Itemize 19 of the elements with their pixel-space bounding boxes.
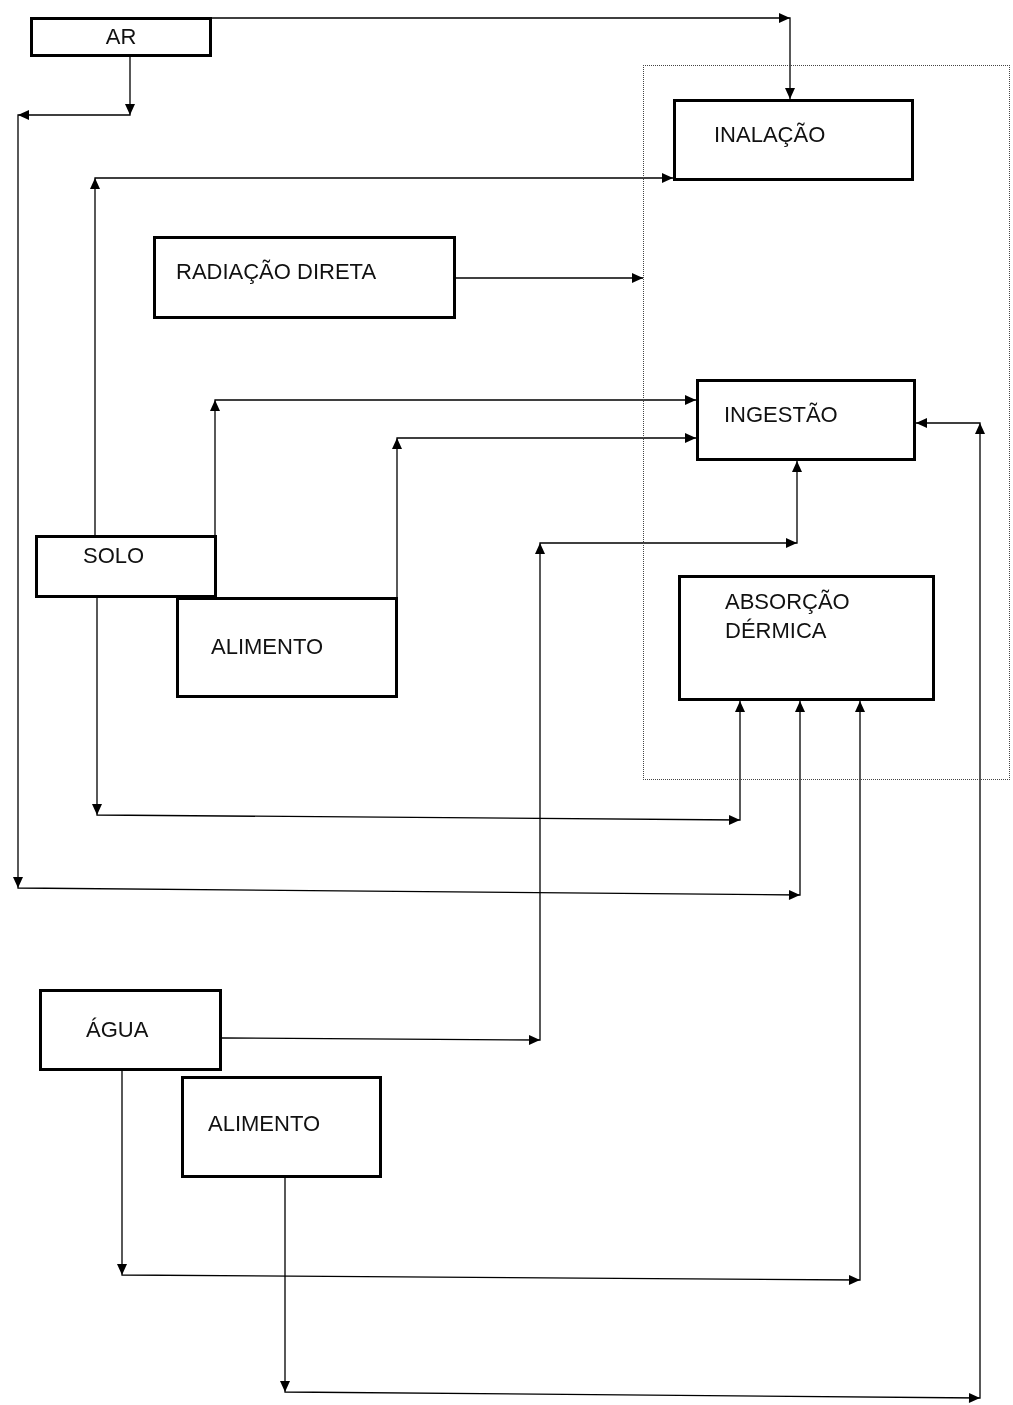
process-box: [181, 1076, 382, 1178]
box-label: INGESTÃO: [724, 400, 838, 429]
box-label: SOLO: [83, 542, 145, 571]
box-label: AR: [105, 22, 137, 51]
box-label: ALIMENTO: [211, 633, 324, 662]
box-label: ÁGUA: [86, 1015, 149, 1044]
process-box: [35, 535, 217, 598]
box-label: ALIMENTO: [208, 1110, 321, 1139]
box-label: RADIAÇÃO DIRETA: [176, 258, 377, 287]
process-box: [39, 989, 222, 1071]
process-box: [696, 379, 916, 461]
process-box: [176, 597, 398, 698]
process-box: [673, 99, 914, 181]
box-label: ABSORÇÃO DÉRMICA: [725, 588, 851, 645]
process-box: [153, 236, 456, 319]
process-box: [30, 17, 212, 57]
process-box: [678, 575, 935, 701]
dotted-region: [643, 65, 1010, 780]
box-label: INALAÇÃO: [714, 120, 826, 149]
